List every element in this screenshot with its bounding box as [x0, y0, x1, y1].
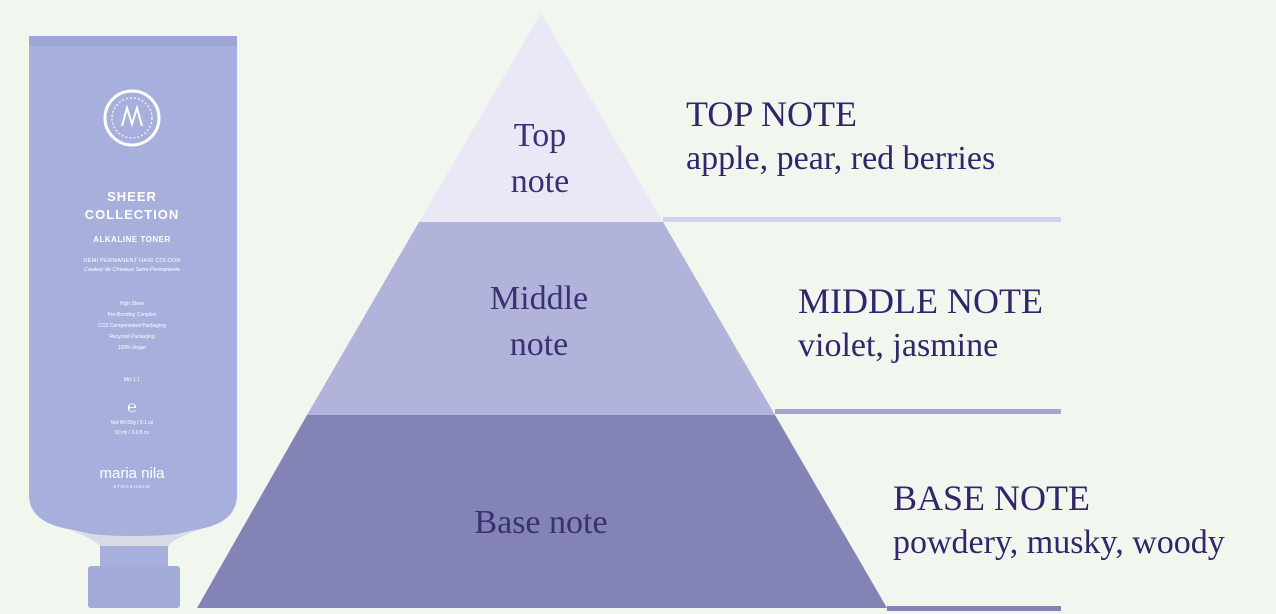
- product-type-fr: Couleur de Cheveux Semi-Permanente: [84, 267, 180, 273]
- product-feature-3: CO2 Compensated Packaging: [98, 323, 166, 329]
- middle-note-title: MIDDLE NOTE: [798, 281, 1043, 321]
- top-note-description: apple, pear, red berries: [686, 140, 996, 177]
- product-subtitle: ALKALINE TONER: [93, 235, 171, 244]
- base-note-description: powdery, musky, woody: [893, 524, 1225, 561]
- pyramid-label-middle-line2: note: [510, 326, 569, 363]
- connector-line-top: [663, 217, 1061, 222]
- product-line2: COLLECTION: [85, 207, 180, 222]
- product-type-en: DEMI PERMANENT HAIR COLOUR: [83, 258, 180, 264]
- product-feature-5: 100% Vegan: [118, 345, 147, 351]
- top-note-title: TOP NOTE: [686, 94, 857, 134]
- estimate-mark-icon: ℮: [127, 399, 137, 416]
- pyramid-tier-base: [197, 415, 887, 608]
- product-feature-2: Pre-Bonding Complex: [108, 312, 157, 318]
- connector-line-middle: [775, 409, 1061, 414]
- pyramid-tier-top: [419, 13, 663, 222]
- pyramid-label-top-line1: Top: [514, 117, 566, 154]
- tube-crimp: [29, 36, 237, 46]
- product-feature-4: Recycled Packaging: [109, 334, 155, 340]
- tube-cap: [88, 566, 180, 608]
- brand-logo: maria nila: [99, 465, 165, 482]
- base-note-title: BASE NOTE: [893, 478, 1090, 518]
- pyramid-label-top-line2: note: [511, 163, 570, 200]
- product-line1: SHEER: [107, 189, 157, 204]
- product-net-weight: Net Wt 89g / 3.1 oz: [111, 420, 154, 426]
- product-tube: SHEER COLLECTION ALKALINE TONER DEMI PER…: [29, 36, 237, 608]
- connector-line-base: [887, 606, 1061, 611]
- brand-sub: STOCKHOLM: [113, 484, 150, 489]
- logo-emblem: [103, 89, 161, 147]
- product-volume: 90 ml / 3.0 fl oz: [115, 430, 149, 436]
- pyramid-tier-middle: [307, 222, 775, 415]
- middle-note-description: violet, jasmine: [798, 327, 999, 364]
- product-mix: Mix 1:1: [124, 377, 140, 383]
- tube-shoulder: [63, 528, 205, 548]
- product-feature-1: High Shine: [120, 301, 145, 307]
- pyramid-label-middle-line1: Middle: [490, 280, 588, 317]
- tube-body: [29, 38, 237, 536]
- pyramid-label-base: Base note: [474, 504, 607, 541]
